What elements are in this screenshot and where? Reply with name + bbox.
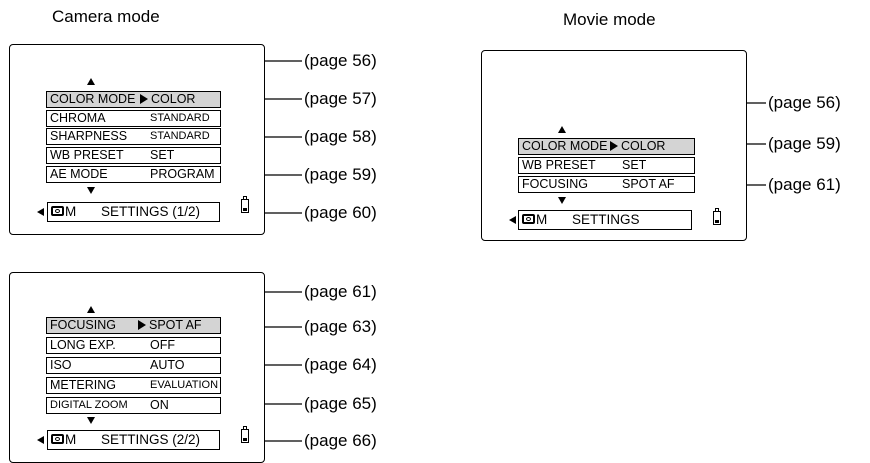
row-value: PROGRAM <box>150 167 215 181</box>
menu-row[interactable]: COLOR MODE COLOR <box>46 91 221 108</box>
row-label: COLOR MODE <box>522 139 608 153</box>
camera-mode-heading: Camera mode <box>52 7 160 26</box>
row-value-text: SPOT AF <box>149 318 202 332</box>
row-value-text: COLOR <box>621 139 666 153</box>
page-reference: (page 58) <box>304 127 377 146</box>
menu-row[interactable]: WB PRESET SET <box>46 147 221 164</box>
camera-icon <box>51 206 64 216</box>
camera-icon <box>51 434 64 444</box>
row-label: FOCUSING <box>50 318 116 332</box>
battery-icon <box>241 426 249 443</box>
page-reference: (page 56) <box>768 93 841 112</box>
menu-row[interactable]: CHROMA STANDARD <box>46 110 221 127</box>
mode-indicator: M <box>65 432 77 447</box>
row-label: LONG EXP. <box>50 338 116 352</box>
page-reference: (page 64) <box>304 355 377 374</box>
page-reference: (page 59) <box>304 165 377 184</box>
row-value-text: COLOR <box>151 92 196 106</box>
menu-row[interactable]: FOCUSING SPOT AF <box>46 317 221 334</box>
menu-row[interactable]: DIGITAL ZOOM ON <box>46 397 221 414</box>
row-value: SET <box>150 148 175 162</box>
row-value: SPOT AF <box>622 177 675 191</box>
menu-row[interactable]: FOCUSING SPOT AF <box>518 176 695 193</box>
row-value: OFF <box>150 338 175 352</box>
camera-icon <box>522 214 535 224</box>
row-value: STANDARD <box>150 112 210 124</box>
row-label: FOCUSING <box>522 177 588 191</box>
mode-indicator: M <box>65 204 77 219</box>
row-value: SPOT AF <box>136 318 202 333</box>
arrow-down-icon <box>558 197 566 204</box>
row-label: CHROMA <box>50 111 106 125</box>
row-label: WB PRESET <box>50 148 124 162</box>
battery-icon <box>713 208 721 225</box>
menu-row[interactable]: ISO AUTO <box>46 357 221 374</box>
row-value: EVALUATION <box>150 379 219 391</box>
page-reference: (page 61) <box>768 175 841 194</box>
status-bar: M SETTINGS (1/2) <box>47 202 220 222</box>
page-reference: (page 59) <box>768 134 841 153</box>
arrow-up-icon <box>87 78 95 85</box>
row-value: STANDARD <box>150 130 210 142</box>
page-reference: (page 61) <box>304 282 377 301</box>
row-value: ON <box>150 398 169 412</box>
menu-row[interactable]: WB PRESET SET <box>518 157 695 174</box>
arrow-right-icon <box>140 94 148 104</box>
settings-page-label: SETTINGS <box>572 212 640 227</box>
page-reference: (page 65) <box>304 394 377 413</box>
row-label: WB PRESET <box>522 158 596 172</box>
arrow-left-icon[interactable] <box>37 436 44 444</box>
row-value: COLOR <box>608 139 665 154</box>
page-reference: (page 63) <box>304 317 377 336</box>
row-label: ISO <box>50 358 72 372</box>
row-label: SHARPNESS <box>50 129 128 143</box>
arrow-left-icon[interactable] <box>37 208 44 216</box>
settings-page-label: SETTINGS (1/2) <box>101 204 201 219</box>
row-value: COLOR <box>138 92 195 107</box>
arrow-up-icon <box>87 306 95 313</box>
settings-page-label: SETTINGS (2/2) <box>101 432 201 447</box>
menu-row[interactable]: COLOR MODE COLOR <box>518 138 695 155</box>
menu-row[interactable]: LONG EXP. OFF <box>46 337 221 354</box>
menu-row[interactable]: METERING EVALUATION <box>46 377 221 394</box>
arrow-up-icon <box>558 126 566 133</box>
row-label: COLOR MODE <box>50 92 136 106</box>
movie-mode-heading: Movie mode <box>563 10 656 29</box>
row-value: SET <box>622 158 647 172</box>
mode-indicator: M <box>536 212 548 227</box>
arrow-right-icon <box>138 320 146 330</box>
page-reference: (page 56) <box>304 51 377 70</box>
battery-icon <box>241 196 249 213</box>
page-reference: (page 66) <box>304 431 377 450</box>
status-bar: M SETTINGS (2/2) <box>47 430 220 450</box>
menu-row[interactable]: SHARPNESS STANDARD <box>46 128 221 145</box>
page-reference: (page 57) <box>304 89 377 108</box>
arrow-down-icon <box>87 417 95 424</box>
row-label: DIGITAL ZOOM <box>50 399 128 411</box>
arrow-right-icon <box>610 141 618 151</box>
arrow-down-icon <box>87 187 95 194</box>
row-value: AUTO <box>150 358 185 372</box>
row-label: METERING <box>50 378 116 392</box>
arrow-left-icon[interactable] <box>509 216 516 224</box>
page-reference: (page 60) <box>304 203 377 222</box>
menu-row[interactable]: AE MODE PROGRAM <box>46 166 221 183</box>
status-bar: M SETTINGS <box>518 210 692 230</box>
row-label: AE MODE <box>50 167 108 181</box>
